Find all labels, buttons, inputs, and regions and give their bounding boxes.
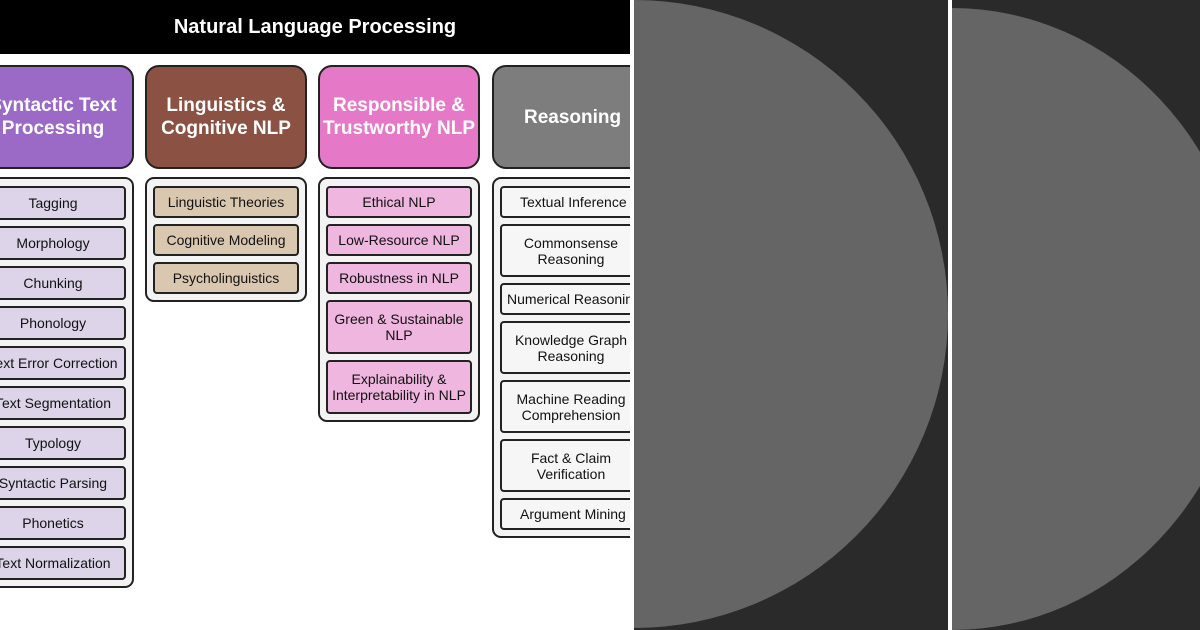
topic-list: Linguistic Theories Cognitive Modeling P… [145, 177, 307, 302]
topic-item: Text Error Correction [0, 346, 126, 380]
topic-item: Ethical NLP [326, 186, 472, 218]
topic-item: Psycholinguistics [153, 262, 299, 294]
topic-item-label: Machine Reading Comprehension [516, 390, 626, 423]
column-header: Linguistics & Cognitive NLP [145, 65, 307, 169]
topic-item: Syntactic Parsing [0, 466, 126, 500]
topic-item-label: Commonsense Reasoning [523, 234, 619, 267]
half-circle-shape [952, 8, 1200, 630]
column-responsible-trustworthy-nlp: Responsible & Trustworthy NLP Ethical NL… [318, 65, 480, 422]
half-circle-shape [634, 0, 948, 628]
topic-item: Cognitive Modeling [153, 224, 299, 256]
topic-item: Textual Inference [500, 186, 630, 218]
topic-item: Phonetics [0, 506, 126, 540]
topic-item: Argument Mining [500, 498, 630, 530]
panel-divider [948, 0, 952, 630]
topic-item: Fact & Claim Verification [500, 439, 630, 492]
topic-item: Machine Reading Comprehension [500, 380, 630, 433]
topic-item: Text Segmentation [0, 386, 126, 420]
topic-item: Commonsense Reasoning [500, 224, 630, 277]
topic-item-label: Fact & Claim Verification [530, 449, 612, 482]
column-reasoning: Reasoning Textual Inference Commonsense … [492, 65, 630, 538]
topic-item: Chunking [0, 266, 126, 300]
topic-item: Typology [0, 426, 126, 460]
column-header: Responsible & Trustworthy NLP [318, 65, 480, 169]
topic-list: Textual Inference Commonsense Reasoning … [492, 177, 630, 538]
dark-panel [952, 0, 1200, 630]
topic-item: Tagging [0, 186, 126, 220]
topic-item: Numerical Reasoning [500, 283, 630, 315]
topic-item: Low-Resource NLP [326, 224, 472, 256]
topic-item: Green & Sustainable NLP [326, 300, 472, 354]
column-linguistics-cognitive-nlp: Linguistics & Cognitive NLP Linguistic T… [145, 65, 307, 302]
diagram-title: Natural Language Processing [0, 0, 630, 54]
column-syntactic-text-processing: Syntactic Text Processing Tagging Morpho… [0, 65, 134, 588]
panel-divider [630, 0, 634, 630]
topic-item: Phonology [0, 306, 126, 340]
topic-item: Morphology [0, 226, 126, 260]
column-header: Reasoning [492, 65, 630, 169]
topic-item: Robustness in NLP [326, 262, 472, 294]
topic-item-label: Knowledge Graph Reasoning [514, 331, 628, 364]
topic-item: Explainability & Interpretability in NLP [326, 360, 472, 414]
column-header: Syntactic Text Processing [0, 65, 134, 169]
diagram-panel: Natural Language Processing Syntactic Te… [0, 0, 630, 588]
topic-item: Knowledge Graph Reasoning [500, 321, 630, 374]
topic-list: Ethical NLP Low-Resource NLP Robustness … [318, 177, 480, 422]
topic-list: Tagging Morphology Chunking Phonology Te… [0, 177, 134, 588]
topic-item: Linguistic Theories [153, 186, 299, 218]
dark-panel [634, 0, 948, 630]
topic-item: Text Normalization [0, 546, 126, 580]
